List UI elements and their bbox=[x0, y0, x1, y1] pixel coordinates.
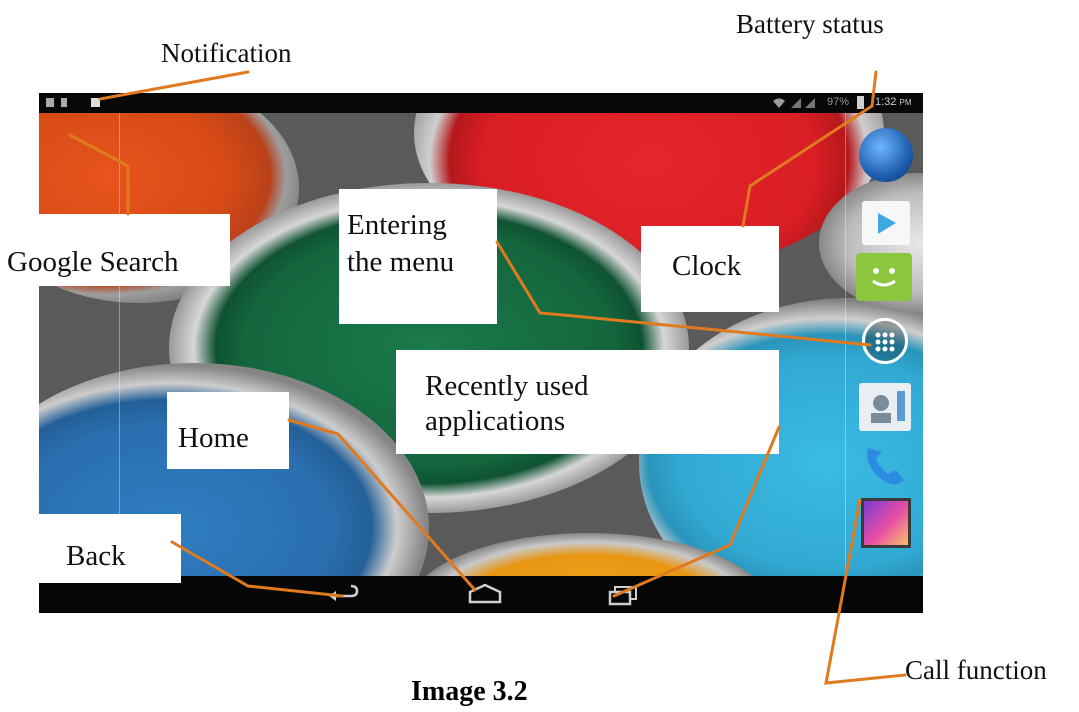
status-bar: 97% 1:32 PM bbox=[39, 93, 923, 113]
widget-divider-left bbox=[119, 113, 120, 576]
label-notification: Notification bbox=[161, 38, 292, 68]
label-home-text: Home bbox=[178, 422, 249, 454]
clock-ampm: PM bbox=[899, 98, 912, 107]
label-entering-menu-line2: the menu bbox=[347, 246, 455, 279]
label-back-text: Back bbox=[66, 540, 126, 572]
clock-time: 1:32 bbox=[875, 96, 897, 108]
signal-icon bbox=[791, 98, 815, 108]
label-call-function: Call function bbox=[905, 655, 1047, 685]
widget-divider-right bbox=[845, 113, 846, 576]
label-entering-menu-line1: Entering bbox=[347, 209, 447, 241]
phone-icon[interactable] bbox=[858, 440, 912, 490]
label-recent-apps: Recently used applications bbox=[396, 350, 779, 454]
play-store-icon[interactable] bbox=[862, 201, 910, 245]
notification-signal-icon bbox=[61, 98, 67, 107]
recent-apps-icon[interactable] bbox=[607, 584, 639, 606]
battery-icon bbox=[857, 96, 864, 109]
dock-globe-icon[interactable] bbox=[859, 128, 913, 182]
label-home: Home bbox=[167, 392, 289, 469]
label-recent-apps-line2: applications bbox=[425, 405, 566, 438]
label-back: Back bbox=[39, 514, 181, 583]
label-clock: Clock bbox=[641, 226, 779, 312]
label-google-search-text: Google Search bbox=[7, 246, 179, 278]
wifi-icon bbox=[773, 98, 785, 108]
label-recent-apps-line1: Recently used bbox=[425, 370, 589, 402]
figure-caption: Image 3.2 bbox=[411, 676, 528, 707]
label-entering-menu: Entering the menu bbox=[339, 189, 497, 324]
home-icon[interactable] bbox=[467, 583, 503, 605]
app-drawer-icon[interactable] bbox=[862, 318, 908, 364]
label-google-search: Google Search bbox=[0, 214, 230, 286]
clock: 1:32 PM bbox=[875, 96, 911, 108]
label-battery-status: Battery status bbox=[736, 9, 884, 39]
android-market-icon[interactable] bbox=[856, 253, 912, 301]
wallpaper bbox=[39, 113, 923, 576]
label-clock-text: Clock bbox=[672, 250, 742, 282]
back-icon[interactable] bbox=[327, 584, 361, 606]
notification-image-icon bbox=[46, 98, 54, 107]
battery-percent: 97% bbox=[827, 96, 850, 108]
notification-download-icon bbox=[91, 98, 100, 107]
gallery-icon[interactable] bbox=[861, 498, 911, 548]
contacts-icon[interactable] bbox=[859, 383, 911, 431]
